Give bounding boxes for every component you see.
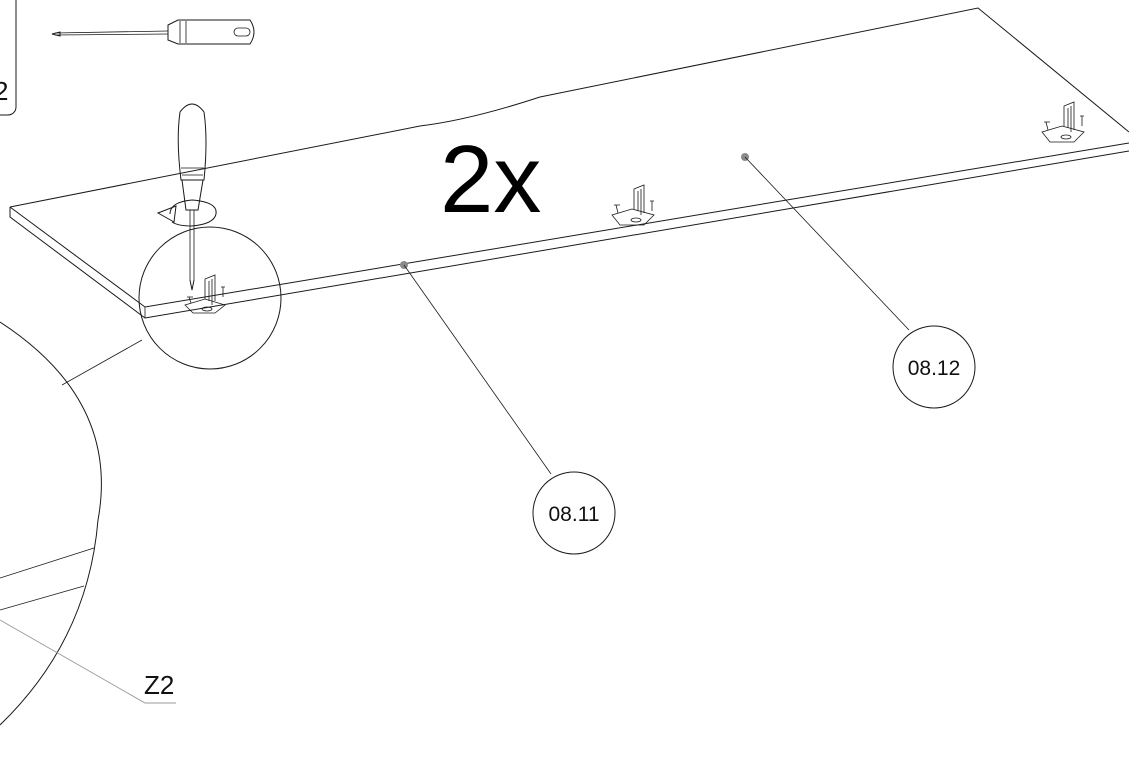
detail-leader-z2: Z2 xyxy=(0,619,176,704)
part-callout-08-12: 08.12 xyxy=(741,153,976,409)
shelf-panel xyxy=(9,7,1129,319)
detail-circle-large xyxy=(0,321,102,726)
part-callout-08-11: 08.11 xyxy=(400,261,616,555)
part-label: 08.12 xyxy=(908,357,961,380)
detail-connector xyxy=(61,339,143,386)
screwdriver-vertical-icon xyxy=(177,103,207,291)
detail-circle-small xyxy=(138,226,282,370)
rotation-arrow-icon xyxy=(156,199,217,227)
hinge-fitting-right xyxy=(1041,101,1085,143)
screwdriver-icon xyxy=(51,19,255,45)
part-label: 08.11 xyxy=(549,503,600,526)
step-badge: 2 xyxy=(0,0,17,116)
part-bubble xyxy=(892,325,976,409)
part-bubble xyxy=(532,471,616,555)
detail-label-z2: Z2 xyxy=(144,670,174,700)
hinge-fitting-middle xyxy=(611,184,655,226)
quantity-label: 2x xyxy=(440,126,541,233)
hinge-fitting-left xyxy=(184,274,226,314)
step-badge-number: 2 xyxy=(0,76,8,106)
